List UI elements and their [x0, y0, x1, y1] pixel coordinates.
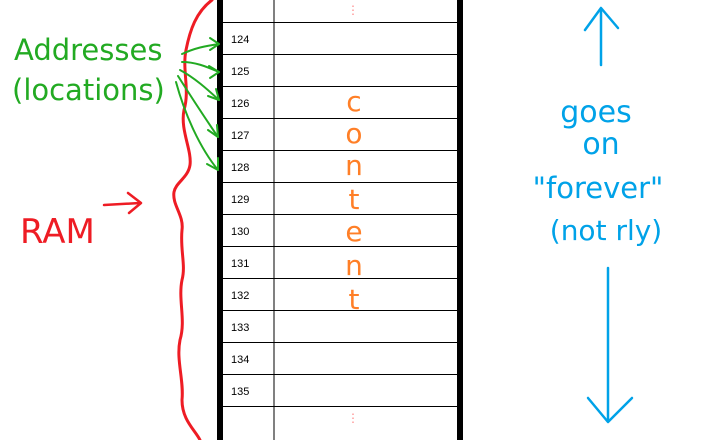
address-label: 134	[231, 354, 249, 366]
ram-label: RAM	[20, 212, 95, 252]
arrow-icon	[209, 37, 220, 51]
addresses-label: Addresses	[14, 33, 162, 67]
goes-label: goes	[560, 95, 631, 130]
address-label: 126	[231, 98, 249, 110]
arrow-icon	[179, 69, 220, 101]
address-label: 132	[231, 290, 249, 302]
content-letter: o	[345, 117, 362, 150]
ram-annotation: RAM	[20, 191, 143, 252]
arrow-icon	[206, 157, 219, 171]
content-letter: n	[345, 149, 363, 182]
arrow-icon	[208, 65, 220, 79]
ram-arrow-icon	[102, 191, 143, 215]
forever-label: "forever"	[533, 171, 664, 205]
address-label: 125	[231, 66, 249, 78]
content-letter: e	[345, 215, 362, 248]
memory-table: ⋮ 124 125 126 127 128 129 130 131 132 13…	[217, 0, 463, 440]
address-label: 130	[231, 226, 249, 238]
address-label: 124	[231, 34, 249, 46]
arrow-icon	[207, 88, 220, 101]
content-letter: n	[345, 249, 363, 282]
goes-on-annotation: goes on "forever" (not rly)	[533, 6, 664, 424]
arrow-icon	[175, 81, 219, 171]
addresses-annotation: Addresses (locations)	[12, 33, 165, 107]
address-label: 131	[231, 258, 249, 270]
address-label: 135	[231, 386, 249, 398]
arrow-icon	[207, 124, 219, 138]
not-rly-label: (not rly)	[550, 214, 662, 247]
up-arrow-icon	[583, 6, 620, 67]
address-arrows	[175, 37, 220, 171]
arrow-icon	[177, 75, 219, 138]
arrow-icon	[181, 43, 220, 55]
bottom-ellipsis: ⋮	[347, 411, 359, 425]
content-letter: t	[349, 183, 360, 216]
top-ellipsis: ⋮	[347, 3, 359, 17]
content-letter: c	[346, 85, 361, 118]
down-arrow-icon	[586, 266, 634, 424]
address-label: 128	[231, 162, 249, 174]
address-label: 129	[231, 194, 249, 206]
address-label: 133	[231, 322, 249, 334]
on-label: on	[582, 127, 619, 162]
arrow-icon	[181, 61, 220, 73]
locations-label: (locations)	[12, 73, 165, 107]
ram-boundary-curve	[172, 0, 214, 440]
content-letter: t	[349, 283, 360, 316]
address-label: 127	[231, 130, 249, 142]
